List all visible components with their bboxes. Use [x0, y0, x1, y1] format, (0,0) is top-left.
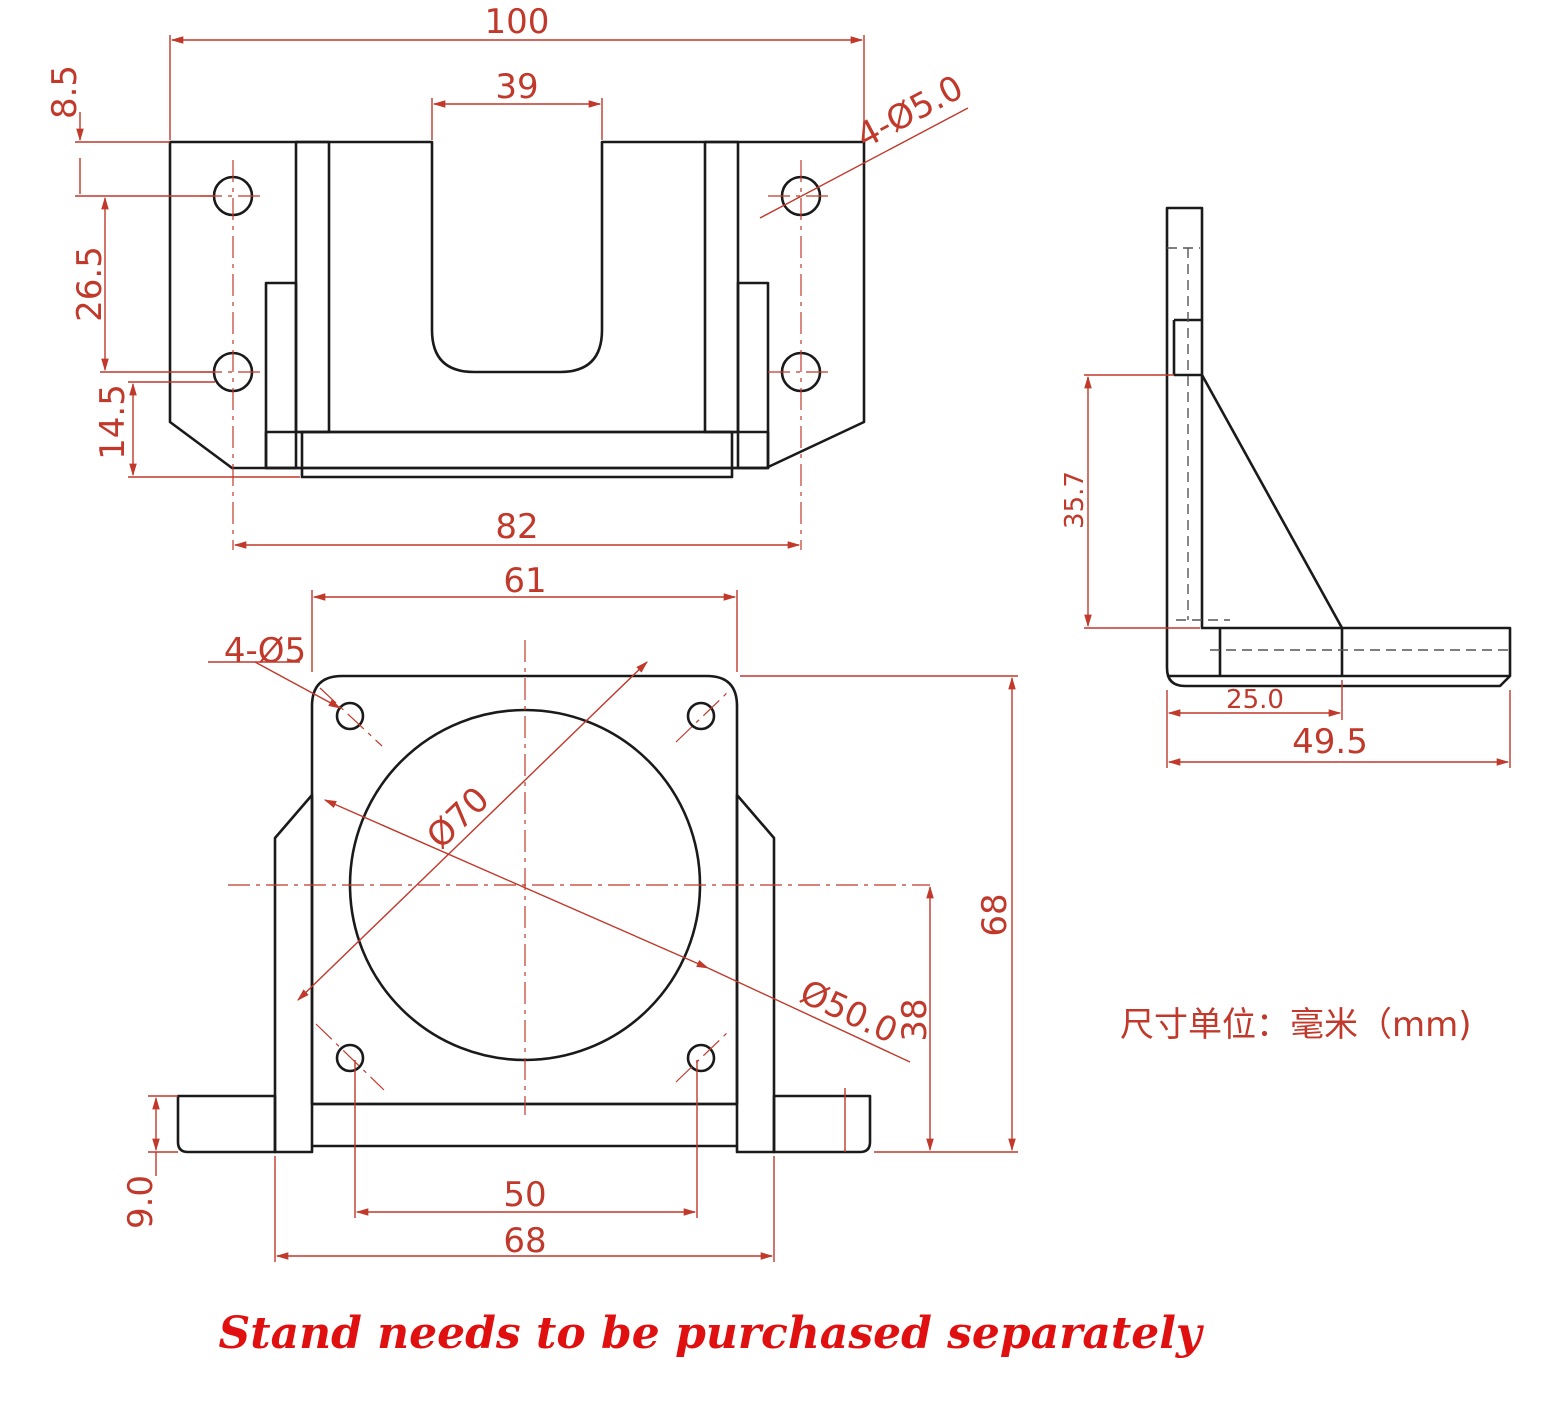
- top-view: 100 39 8.5 26.5 14.5 82 4-Ø5.0: [45, 2, 970, 550]
- side-view-outline: [1165, 206, 1512, 688]
- hole-callout-top: 4-Ø5.0: [850, 68, 970, 157]
- dim-top-100: 100: [485, 2, 550, 42]
- dim-top-39: 39: [495, 67, 538, 107]
- dim-front-9-0: 9.0: [121, 1175, 161, 1229]
- dim-front-61: 61: [503, 561, 546, 601]
- dim-front-68-height: 68: [975, 893, 1015, 936]
- dim-front-50: 50: [503, 1175, 546, 1215]
- dim-top-8-5: 8.5: [45, 65, 85, 119]
- top-view-dimensions: [75, 35, 969, 549]
- side-view-dimensions: [1084, 374, 1511, 768]
- top-view-outline: [168, 140, 866, 479]
- dim-side-25-0: 25.0: [1226, 685, 1284, 715]
- front-view: 61 4-Ø5 Ø70 Ø50.0 68 38 9.0 50 68: [121, 561, 1018, 1262]
- dim-side-49-5: 49.5: [1292, 722, 1368, 762]
- dim-front-68-width: 68: [503, 1221, 546, 1261]
- dim-top-82: 82: [495, 507, 538, 547]
- side-view-hidden: [1167, 247, 1508, 651]
- front-view-dimensions: [148, 590, 1018, 1262]
- top-view-dim-labels: 100 39 8.5 26.5 14.5 82 4-Ø5.0: [45, 2, 970, 547]
- front-view-dim-labels: 61 4-Ø5 Ø70 Ø50.0 68 38 9.0 50 68: [121, 561, 1015, 1261]
- side-view: 35.7 25.0 49.5: [1060, 206, 1512, 768]
- side-view-dim-labels: 35.7 25.0 49.5: [1060, 471, 1368, 762]
- footer-note: Stand needs to be purchased separately: [219, 1308, 1205, 1359]
- dim-side-35-7: 35.7: [1060, 471, 1090, 529]
- hole-callout-front: 4-Ø5: [224, 631, 306, 671]
- dim-top-26-5: 26.5: [70, 246, 110, 322]
- unit-note: 尺寸单位：毫米（mm): [1120, 1005, 1472, 1045]
- dim-front-38: 38: [895, 998, 935, 1041]
- front-view-outline: [176, 674, 872, 1154]
- front-view-centerlines: [228, 640, 930, 1115]
- top-view-holes: [212, 175, 822, 393]
- dim-front-dia-50: Ø50.0: [794, 972, 904, 1052]
- dim-front-dia-70: Ø70: [419, 779, 497, 856]
- dim-top-14-5: 14.5: [93, 384, 133, 460]
